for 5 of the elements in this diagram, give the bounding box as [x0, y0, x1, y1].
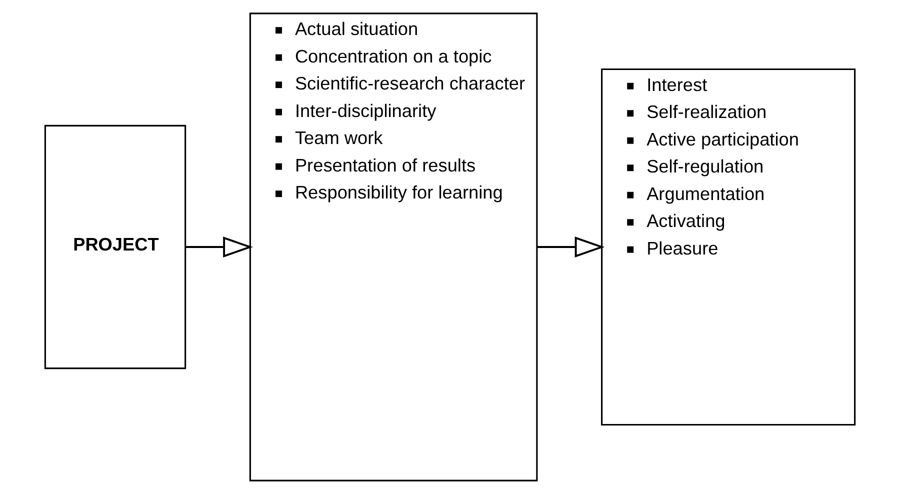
node-box: PROJECT — [44, 124, 186, 370]
arrow — [537, 236, 605, 258]
node-box: Interest Self-realization Active participation Self-regulation Argumentation Activating Pleasure — [601, 68, 856, 426]
node-box: Actual situation Concentration on a topic Scientific-research character Inter-disciplinarity Team work Presentation of results Responsibility for learning — [249, 12, 538, 482]
arrow — [185, 236, 253, 258]
